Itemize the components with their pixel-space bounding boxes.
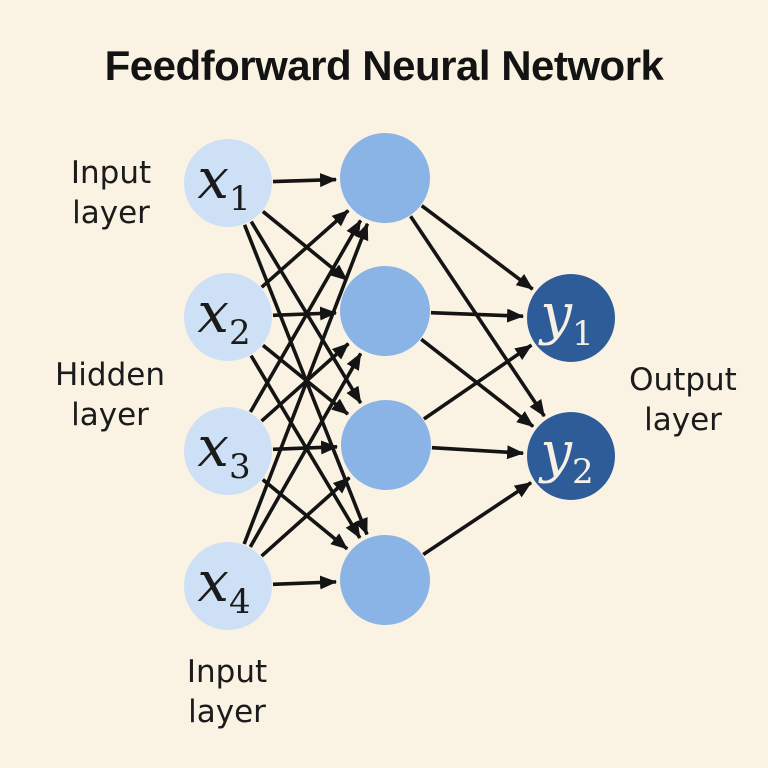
label-line: layer — [644, 402, 722, 438]
input-node-x4 — [184, 542, 272, 630]
edge-x2-h1 — [260, 209, 350, 289]
label-line: layer — [188, 694, 266, 730]
node-labels: x1 x2 x3 x4 y1 y2 — [197, 147, 593, 622]
label-line: layer — [71, 397, 149, 433]
node-label-x2: x2 — [197, 281, 250, 353]
label-line: Hidden — [55, 357, 165, 393]
label-line: layer — [72, 195, 150, 231]
label-line: Input — [186, 654, 268, 690]
node-label-y1: y1 — [537, 282, 593, 354]
edge-h1-y1 — [420, 204, 534, 291]
hidde-node-h3 — [341, 400, 431, 490]
edges — [242, 173, 546, 590]
output-node-y2 — [527, 412, 615, 500]
edge-h2-y1 — [430, 308, 525, 323]
input-layer-label-top: Input layer — [31, 153, 191, 233]
node-label-x3: x3 — [197, 415, 250, 487]
output-layer-label: Output layer — [603, 360, 763, 440]
node-label-x4: x4 — [197, 550, 250, 622]
edge-x3-h4 — [261, 478, 349, 551]
hidde-node-h2 — [340, 266, 430, 356]
edge-h4-y2 — [422, 481, 533, 556]
input-layer-label-bottom: Input layer — [147, 652, 307, 732]
label-line: Input — [70, 155, 152, 191]
page-title: Feedforward Neural Network — [104, 42, 664, 89]
node-label-y2: y2 — [537, 420, 593, 492]
edge-x4-h1 — [242, 222, 370, 545]
output-node-y1 — [527, 274, 615, 362]
hidde-node-h4 — [340, 535, 430, 625]
input-node-x1 — [184, 139, 272, 227]
input-node-x2 — [184, 273, 272, 361]
label-line: Output — [629, 362, 737, 398]
edge-x4-h4 — [272, 575, 338, 590]
edge-x1-h1 — [272, 173, 338, 188]
edge-x4-h3 — [260, 476, 351, 558]
edge-h3-y1 — [422, 343, 533, 421]
hidden-layer-label: Hidden layer — [30, 355, 190, 435]
input-node-x3 — [184, 407, 272, 495]
edge-x2-h2 — [272, 306, 338, 321]
edge-x3-h1 — [248, 219, 363, 413]
hidde-node-h1 — [340, 133, 430, 223]
edge-h3-y2 — [431, 445, 525, 460]
edge-x4-h2 — [248, 352, 363, 548]
node-label-x1: x1 — [197, 147, 250, 219]
nodes — [184, 133, 615, 630]
